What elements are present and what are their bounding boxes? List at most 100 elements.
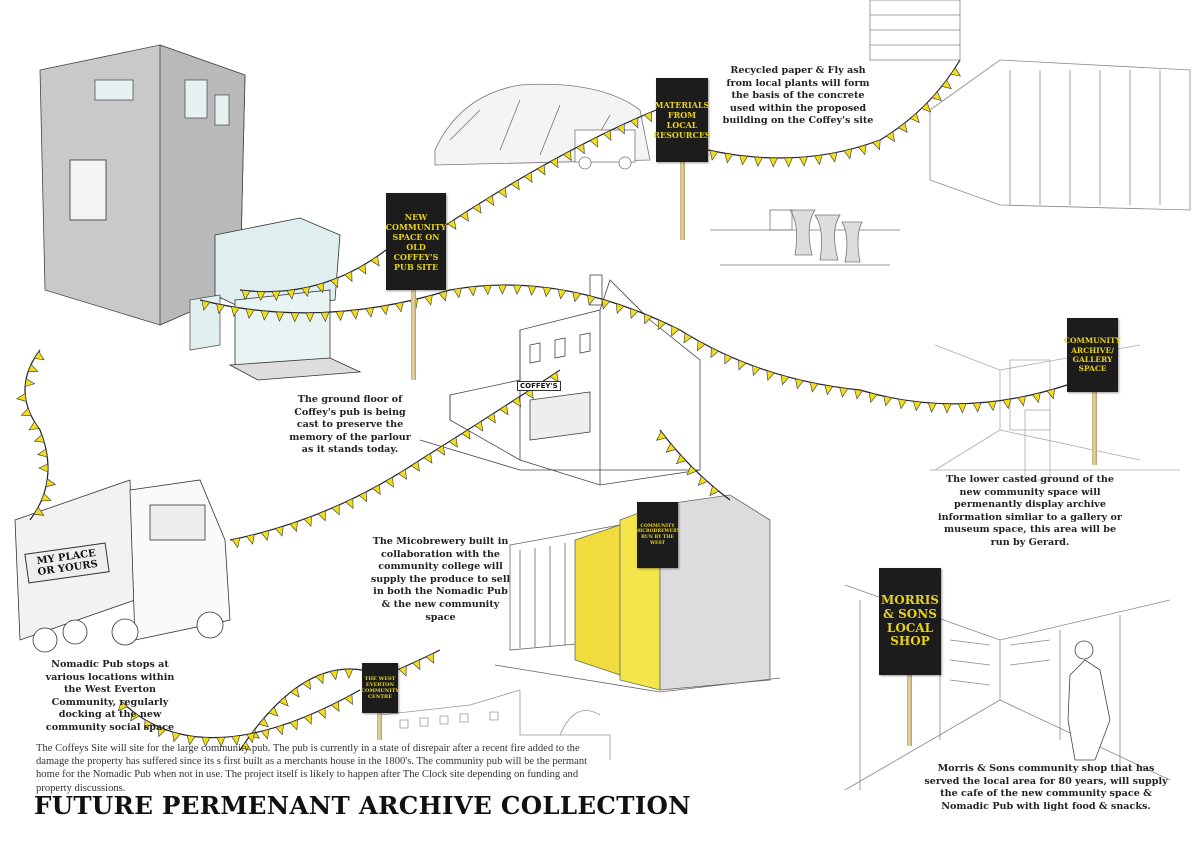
bunting-flag bbox=[467, 286, 477, 297]
caption-nomadic-pub: Nomadic Pub stops at various locations w… bbox=[45, 659, 175, 733]
bunting-flag bbox=[655, 431, 667, 441]
bunting-flag bbox=[268, 706, 279, 717]
bunting-flag bbox=[343, 270, 353, 282]
bunting-flag bbox=[45, 478, 57, 488]
bunting-flag bbox=[683, 332, 693, 344]
bunting-flag bbox=[357, 263, 367, 275]
bunting-flag bbox=[286, 289, 296, 300]
bunting-flag bbox=[350, 309, 360, 320]
bunting-flag bbox=[920, 102, 932, 113]
bunting-flag bbox=[686, 465, 697, 476]
bunting-flag bbox=[425, 652, 434, 664]
bunting-flag bbox=[909, 112, 920, 124]
bunting-flag bbox=[665, 442, 677, 453]
coffeys-pub-sketch bbox=[419, 274, 701, 486]
bunting-flag bbox=[317, 510, 326, 522]
bunting-flag bbox=[482, 284, 492, 296]
pub-name-sign: COFFEY'S bbox=[517, 381, 561, 391]
bunting-flag bbox=[33, 506, 45, 516]
bunting-flag bbox=[536, 164, 546, 176]
bunting-flag bbox=[28, 421, 40, 431]
bunting-flag bbox=[275, 724, 284, 736]
bunting-flag bbox=[549, 157, 559, 169]
gallery-interior-sketch bbox=[930, 344, 1180, 481]
bunting-flag bbox=[370, 255, 380, 267]
bunting-flag bbox=[912, 400, 922, 412]
bunting-flag bbox=[260, 530, 270, 542]
bunting-flag bbox=[783, 157, 793, 168]
sign-community-microbrewery: COMMUNITY MICROBREWERY RUN BY THE WEST bbox=[635, 502, 680, 568]
bunting-flag bbox=[453, 287, 462, 299]
bunting-flag bbox=[557, 288, 567, 300]
sign-morris-sons-shop: MORRIS & SONS LOCAL SHOP bbox=[879, 568, 941, 675]
bunting-flag bbox=[143, 719, 153, 731]
bunting-flag bbox=[510, 179, 520, 191]
bunting-flag bbox=[260, 310, 270, 321]
bunting-flag bbox=[987, 400, 997, 412]
bunting-flag bbox=[696, 340, 706, 352]
bunting-flag bbox=[345, 498, 354, 510]
bunting-flag bbox=[16, 393, 27, 402]
proposed-community-building bbox=[39, 44, 362, 381]
bunting-flag bbox=[972, 402, 982, 413]
bunting-flag bbox=[315, 673, 324, 685]
bunting-flag bbox=[1002, 398, 1012, 410]
bunting-flag bbox=[643, 111, 652, 123]
page-title: FUTURE PERMENANT ARCHIVE COLLECTION bbox=[34, 791, 691, 820]
bunting-flag bbox=[724, 353, 733, 365]
bunting-flag bbox=[33, 351, 45, 361]
bunting-flag bbox=[854, 389, 863, 400]
bunting-flag bbox=[302, 679, 312, 691]
project-description: The Coffeys Site will site for the large… bbox=[36, 743, 588, 794]
bunting-flag bbox=[275, 525, 284, 537]
sign-new-community-space: NEW COMMUNITY SPACE ON OLD COFFEY'S PUB … bbox=[386, 193, 446, 290]
bunting-flag bbox=[898, 398, 907, 410]
bunting-flag bbox=[1017, 395, 1027, 407]
bunting-flag bbox=[738, 359, 747, 371]
bunting-flag bbox=[754, 156, 763, 167]
bunting-flag bbox=[587, 294, 596, 306]
bunting-flag bbox=[201, 736, 211, 748]
bunting-flag bbox=[675, 454, 687, 465]
bunting-garlands bbox=[16, 59, 1068, 751]
bunting-flag bbox=[709, 150, 719, 161]
bunting-flag bbox=[857, 144, 867, 156]
bunting-flag bbox=[615, 303, 625, 315]
bunting-flag bbox=[278, 696, 289, 707]
bunting-flag bbox=[201, 300, 211, 311]
bunting-flag bbox=[602, 129, 612, 141]
sign-west-everton-community-centre: THE WEST EVERTON COMMUNITY CENTRE bbox=[361, 663, 399, 713]
bunting-flag bbox=[438, 290, 448, 302]
bunting-flag bbox=[317, 707, 326, 719]
bunting-flag bbox=[897, 122, 908, 134]
bunting-flag bbox=[246, 732, 255, 744]
bunting-flag bbox=[576, 143, 585, 155]
bunting-flag bbox=[512, 284, 522, 295]
bunting-flag bbox=[231, 537, 241, 549]
bunting-flag bbox=[27, 363, 39, 373]
bunting-flag bbox=[601, 298, 611, 310]
bunting-flag bbox=[271, 290, 281, 302]
bunting-flag bbox=[397, 468, 408, 480]
bunting-flag bbox=[172, 731, 181, 743]
bunting-flag bbox=[329, 669, 339, 681]
bunting-flag bbox=[644, 313, 653, 325]
bunting-flag bbox=[424, 294, 433, 306]
bunting-flag bbox=[410, 460, 420, 472]
bunting-flag bbox=[240, 741, 252, 751]
bunting-flag bbox=[523, 171, 533, 183]
bunting-flag bbox=[344, 668, 354, 679]
bunting-flag bbox=[710, 347, 720, 359]
bunting-flag bbox=[657, 319, 667, 331]
bunting-flag bbox=[474, 420, 484, 432]
bunting-flag bbox=[380, 304, 389, 316]
bunting-flag bbox=[260, 728, 270, 740]
bunting-flag bbox=[809, 381, 819, 393]
bunting-flag bbox=[117, 700, 128, 712]
bunting-flag bbox=[527, 285, 537, 296]
bunting-flag bbox=[798, 156, 808, 167]
bunting-flag bbox=[697, 475, 708, 486]
bunting-flag bbox=[303, 515, 312, 527]
bunting-flag bbox=[24, 378, 36, 387]
